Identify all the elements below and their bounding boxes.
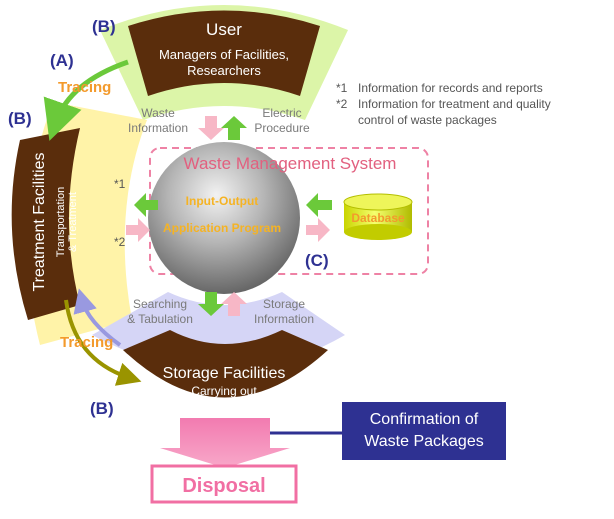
searching-line1: Searching: [133, 297, 187, 311]
tracing-top-label: Tracing: [58, 79, 111, 96]
confirmation-box: [342, 402, 506, 460]
note2-text: Information for treatment and quality: [358, 97, 551, 111]
program-line2: Application Program: [163, 221, 281, 235]
waste-info-line2: Information: [128, 121, 188, 135]
storage-sub1: Carrying out: [191, 384, 257, 398]
arrow-mark2-right: [126, 218, 150, 242]
storage-info-line1: Storage: [263, 297, 305, 311]
user-b-label: (B): [92, 17, 116, 36]
electric-line2: Procedure: [254, 121, 310, 135]
treatment-sub1: Transportation: [55, 187, 67, 258]
program-line1: Input-Output: [186, 194, 259, 208]
disposal-arrow: [160, 418, 290, 468]
arrow-storage-info-up: [221, 292, 247, 316]
arrow-db-left: [306, 193, 332, 217]
user-line1: Managers of Facilities,: [159, 47, 289, 62]
flow-mark2: *2: [114, 235, 126, 249]
note2-mark: *2: [336, 97, 348, 111]
disposal-box: [150, 464, 298, 504]
arrow-waste-info-down: [198, 116, 224, 140]
treatment-segment: [11, 128, 80, 320]
arrow-db-right: [306, 218, 330, 242]
waste-info-line1: Waste: [141, 106, 175, 120]
tracing-arrow-top: [43, 59, 129, 141]
tracing-arrow-up: [73, 288, 122, 347]
user-title: User: [206, 20, 242, 39]
treatment-b-label: (B): [8, 109, 32, 128]
searching-line2: & Tabulation: [127, 312, 193, 326]
electric-line1: Electric: [262, 106, 301, 120]
storage-info-line2: Information: [254, 312, 314, 326]
storage-segment: [123, 330, 328, 398]
note1-text: Information for records and reports: [358, 81, 543, 95]
confirmation-line1: Confirmation of: [370, 411, 479, 428]
database-cylinder: [343, 193, 413, 240]
flow-mark1: *1: [114, 177, 126, 191]
user-segment: [128, 10, 320, 96]
confirmation-line2: Waste Packages: [364, 433, 483, 450]
treatment-sub2: & Treatment: [67, 192, 79, 252]
user-line2: Researchers: [187, 63, 261, 78]
storage-b-label: (B): [90, 399, 114, 418]
database-label: Database: [351, 211, 405, 225]
storage-sub2: & Storage: [197, 399, 251, 413]
arrow-mark1-left: [134, 193, 158, 217]
disposal-label: Disposal: [182, 475, 265, 497]
tracing-arrow-down: [64, 299, 142, 386]
central-sphere: [148, 142, 300, 294]
storage-title: Storage Facilities: [163, 365, 286, 382]
label-a: (A): [50, 51, 74, 70]
system-c-label: (C): [305, 251, 329, 270]
treatment-title: Treatment Facilities: [31, 153, 48, 292]
tracing-bottom-label: Tracing: [60, 334, 113, 351]
system-title: Waste Management System: [184, 154, 397, 173]
note1-mark: *1: [336, 81, 348, 95]
arrow-searching-down: [198, 292, 224, 316]
note2-text-line2: control of waste packages: [358, 113, 497, 127]
arrow-electric-up: [221, 116, 247, 140]
